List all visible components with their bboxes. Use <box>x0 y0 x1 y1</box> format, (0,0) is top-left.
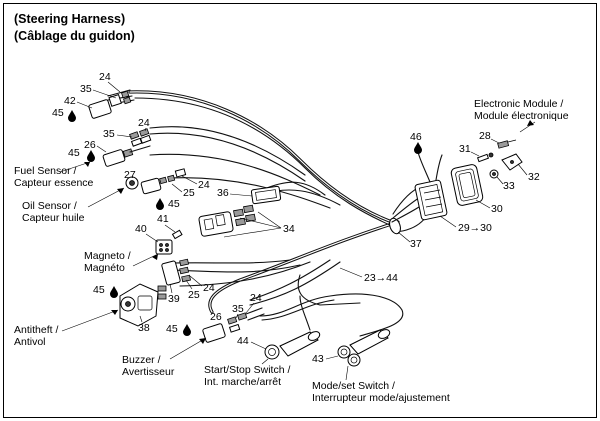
callout-24: 24 <box>138 117 150 129</box>
buzzer-label-fr: Avertisseur <box>122 366 175 378</box>
sealant-drop-icon <box>87 150 95 162</box>
electronic-module-label-en: Electronic Module / <box>474 98 563 110</box>
callout-28: 28 <box>479 130 491 142</box>
connector-42 <box>88 99 112 119</box>
callout-26: 26 <box>210 311 222 323</box>
magneto-label-en: Magneto / <box>84 250 131 262</box>
callout-45: 45 <box>68 147 80 159</box>
callout-38: 38 <box>138 322 150 334</box>
callout-42: 42 <box>64 95 76 107</box>
mode-set-label-fr: Interrupteur mode/ajustement <box>312 392 450 404</box>
callout-26: 26 <box>84 139 96 151</box>
connector-group-second <box>129 128 152 147</box>
callout-45: 45 <box>168 198 180 210</box>
callout-45: 45 <box>93 284 105 296</box>
mode-set-label-en: Mode/set Switch / <box>312 380 395 392</box>
callout-24: 24 <box>99 71 111 83</box>
sealant-drop-icon <box>414 142 422 154</box>
callout-24: 24 <box>250 292 262 304</box>
callout-25: 25 <box>188 289 200 301</box>
callout-35: 35 <box>103 128 115 140</box>
callout-25: 25 <box>183 187 195 199</box>
buzzer-connector <box>202 307 265 343</box>
electronic-module-seal <box>450 164 484 206</box>
callout-29-30: 29→30 <box>458 222 492 234</box>
fuel-sensor-connector <box>102 145 151 167</box>
oil-sensor-connector <box>125 168 187 195</box>
callout-23-44: 23→44 <box>364 272 398 284</box>
buzzer-label-en: Buzzer / <box>122 354 161 366</box>
sealant-drop-icon <box>183 324 191 336</box>
start-stop-label-en: Start/Stop Switch / <box>204 364 290 376</box>
magneto-label-fr: Magnéto <box>84 262 125 274</box>
washer-33 <box>489 169 499 179</box>
callout-46: 46 <box>410 131 422 143</box>
callout-39: 39 <box>168 293 180 305</box>
terminal-31 <box>476 152 494 163</box>
callout-45: 45 <box>166 323 178 335</box>
callout-27: 27 <box>124 169 136 181</box>
bracket-32 <box>501 153 523 171</box>
callout-24: 24 <box>203 282 215 294</box>
sealant-drop-icon <box>68 110 76 122</box>
connector-40 <box>155 239 173 255</box>
callout-31: 31 <box>459 143 471 155</box>
callout-43: 43 <box>312 353 324 365</box>
connector-group-top <box>88 89 135 119</box>
fuel-sensor-label-en: Fuel Sensor / <box>14 165 77 177</box>
title-french: (Câblage du guidon) <box>14 29 135 43</box>
diagram-frame <box>3 3 597 418</box>
callout-36: 36 <box>217 187 229 199</box>
start-stop-switch <box>264 331 321 360</box>
callout-35: 35 <box>232 303 244 315</box>
antitheft-label-en: Antitheft / <box>14 324 58 336</box>
electronic-module-label-fr: Module électronique <box>474 110 569 122</box>
callout-44: 44 <box>237 335 249 347</box>
terminal-28 <box>497 139 517 149</box>
antitheft-connector <box>119 283 167 327</box>
connector-36 <box>250 185 282 205</box>
title-english: (Steering Harness) <box>14 12 125 26</box>
callout-32: 32 <box>528 171 540 183</box>
sealant-drop-icon <box>156 198 164 210</box>
callout-24: 24 <box>198 179 210 191</box>
magneto-connector <box>161 258 192 286</box>
callout-37: 37 <box>410 238 422 250</box>
callout-34: 34 <box>283 223 295 235</box>
antitheft-label-fr: Antivol <box>14 336 46 348</box>
electronic-module-connector <box>391 179 448 223</box>
callout-41: 41 <box>157 213 169 225</box>
callout-30: 30 <box>491 203 503 215</box>
connector-34-assembly <box>198 204 256 237</box>
sealant-drop-icon <box>110 286 118 298</box>
part-41 <box>171 229 183 240</box>
oil-sensor-label-en: Oil Sensor / <box>22 200 77 212</box>
callout-35: 35 <box>80 83 92 95</box>
callout-45: 45 <box>52 107 64 119</box>
callout-40: 40 <box>135 223 147 235</box>
mode-set-switch <box>337 329 391 367</box>
fuel-sensor-label-fr: Capteur essence <box>14 177 94 189</box>
start-stop-label-fr: Int. marche/arrêt <box>204 376 281 388</box>
callout-33: 33 <box>503 180 515 192</box>
oil-sensor-label-fr: Capteur huile <box>22 212 85 224</box>
